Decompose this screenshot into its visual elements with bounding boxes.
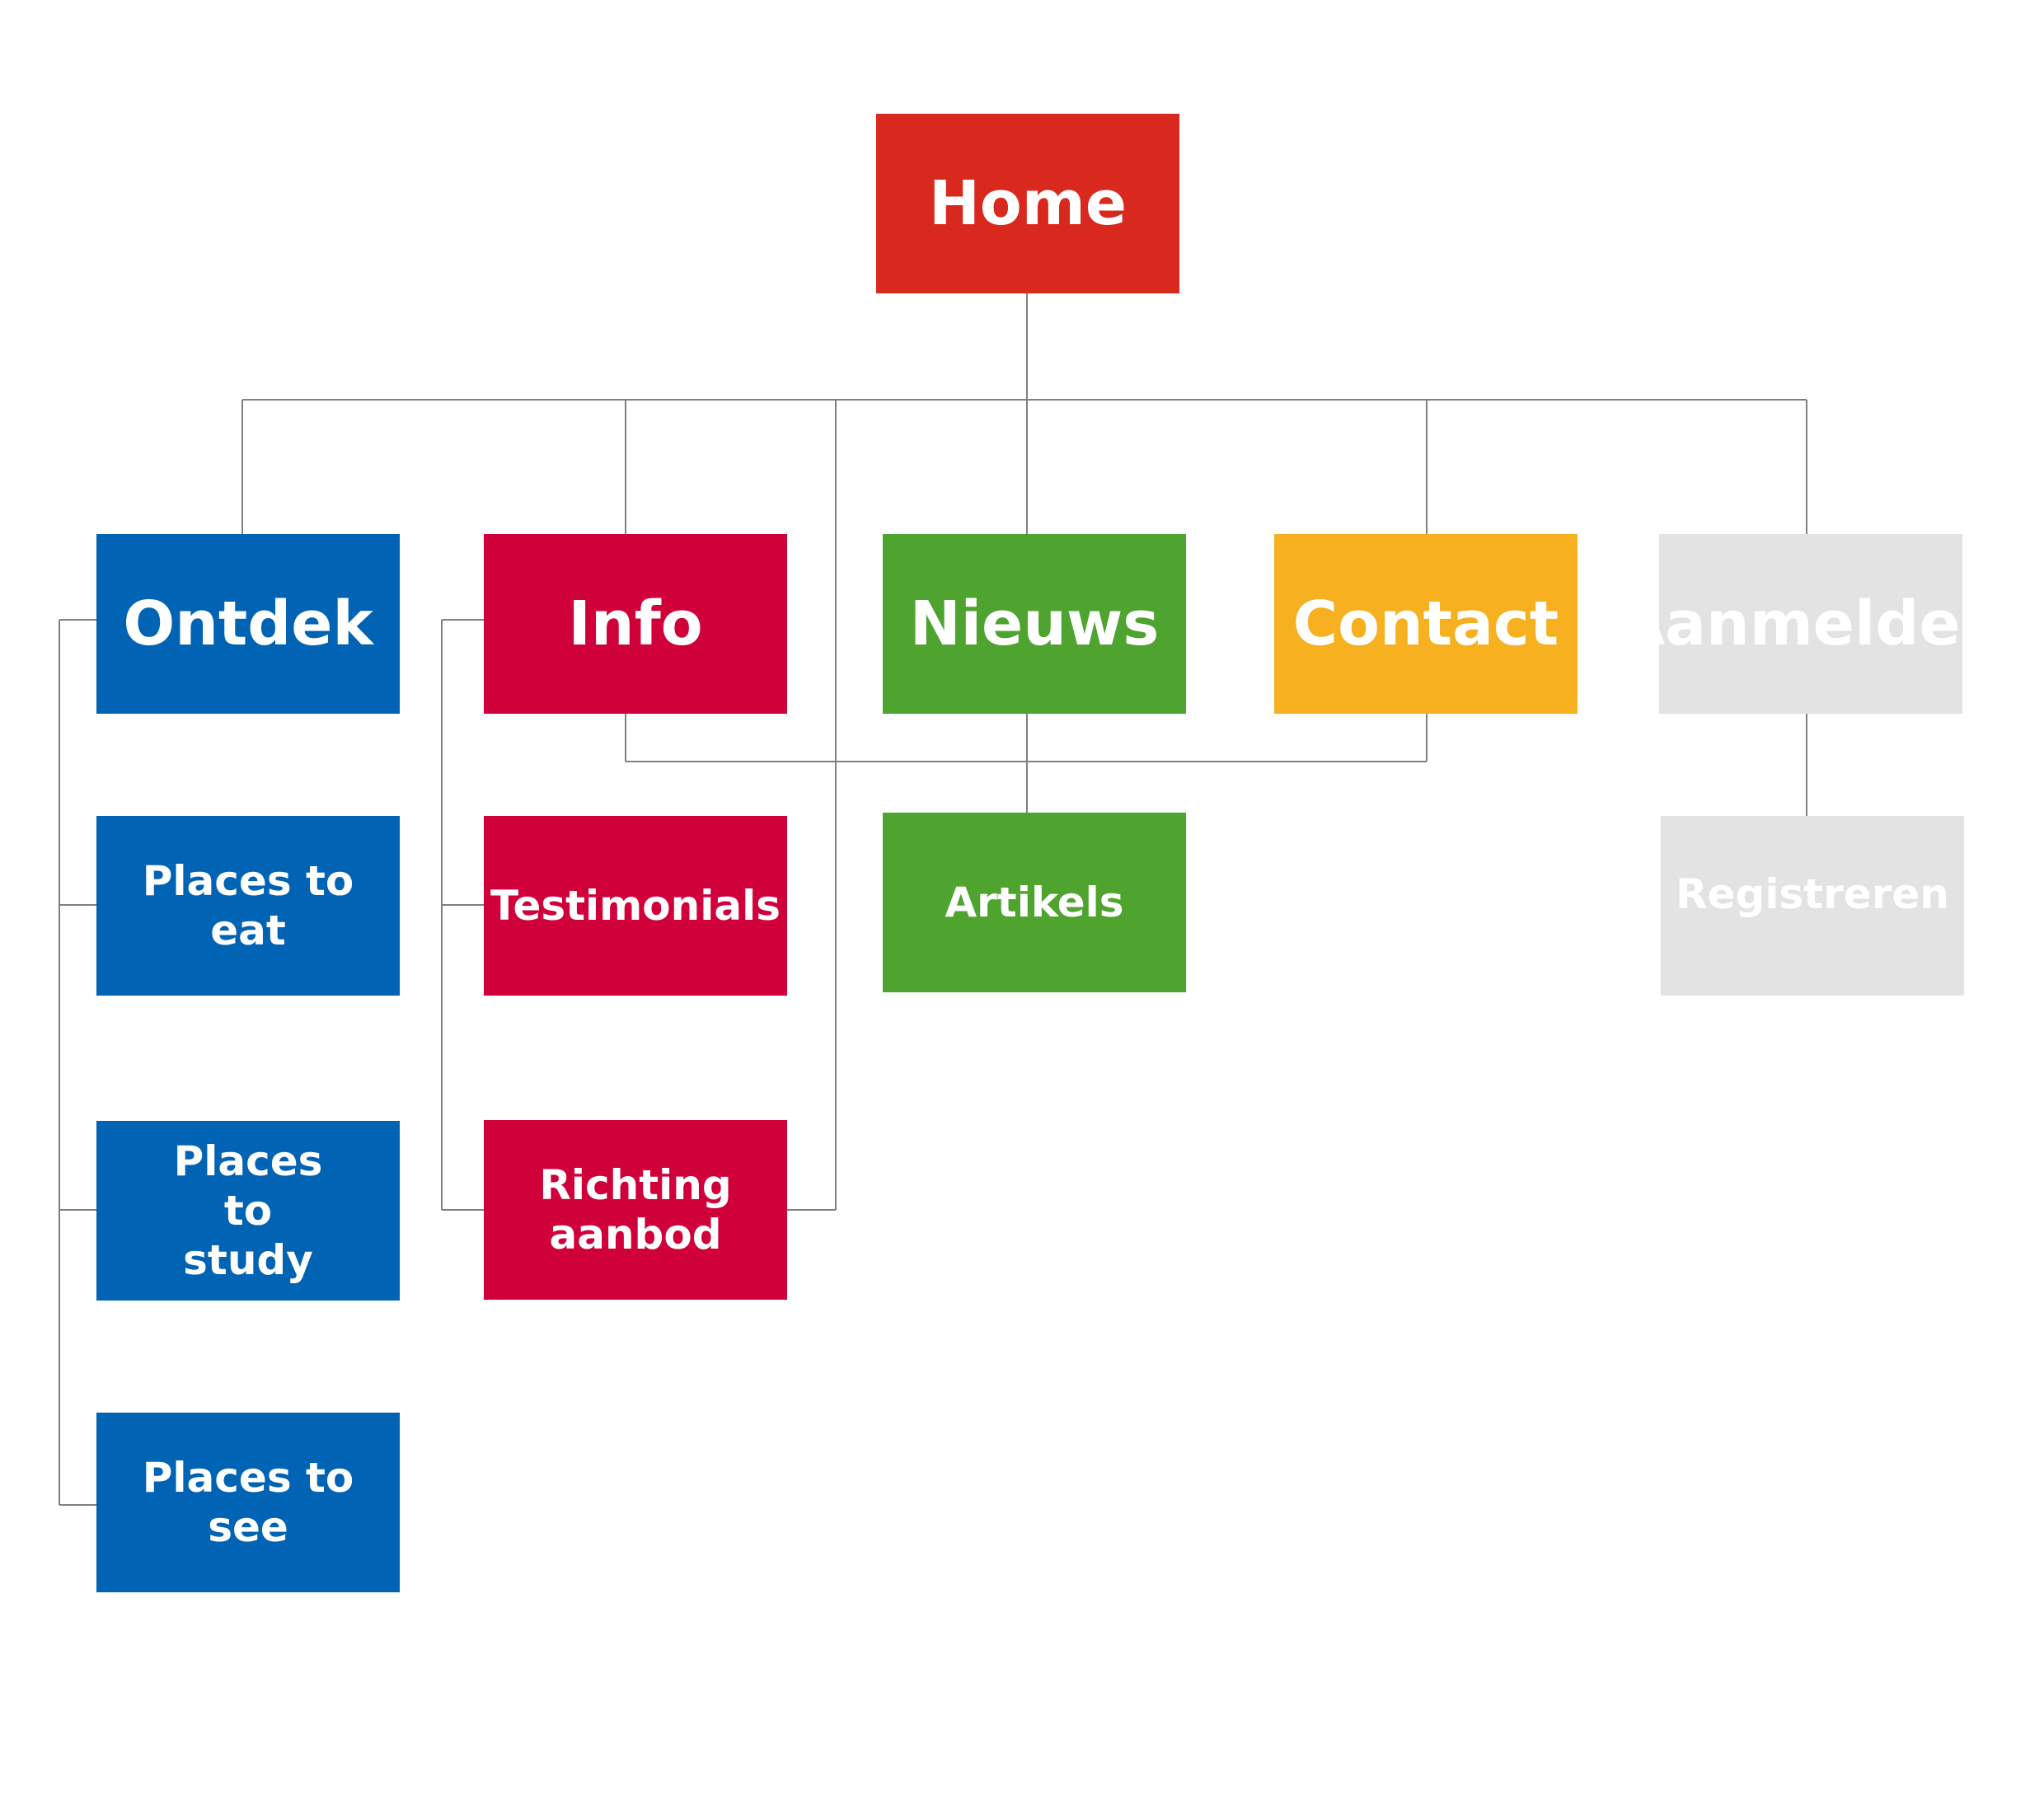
node-info: Info — [484, 534, 787, 714]
node-places-to-study: Places to study — [96, 1121, 400, 1301]
node-label-artikels: Artikels — [945, 879, 1124, 926]
node-label-nieuws: Nieuws — [909, 588, 1160, 659]
node-places-to-eat: Places to eat — [96, 816, 400, 996]
node-ontdek: Ontdek — [96, 534, 400, 714]
node-label-ontdek: Ontdek — [123, 588, 373, 659]
node-aanmelden: Aanmelden — [1618, 534, 2004, 714]
node-home: Home — [876, 114, 1179, 293]
node-richting-aanbod: Richting aanbod — [484, 1120, 787, 1300]
node-contact: Contact — [1274, 534, 1578, 714]
node-label-info: Info — [568, 588, 703, 659]
node-label-registreren: Registreren — [1676, 870, 1949, 918]
node-artikels: Artikels — [883, 813, 1186, 992]
node-label-places-to-eat: Places to eat — [142, 857, 354, 954]
node-label-testimonials: Testimonials — [490, 882, 781, 930]
node-label-places-to-see: Places to see — [142, 1454, 354, 1551]
node-label-places-to-study: Places to study — [173, 1137, 323, 1284]
node-label-contact: Contact — [1292, 588, 1559, 659]
node-places-to-see: Places to see — [96, 1413, 400, 1592]
node-label-home: Home — [928, 167, 1127, 239]
node-registreren: Registreren — [1661, 816, 1964, 996]
node-nieuws: Nieuws — [883, 534, 1186, 714]
node-label-aanmelden: Aanmelden — [1617, 588, 2004, 659]
node-label-richting-aanbod: Richting aanbod — [539, 1161, 732, 1259]
node-testimonials: Testimonials — [484, 816, 787, 996]
